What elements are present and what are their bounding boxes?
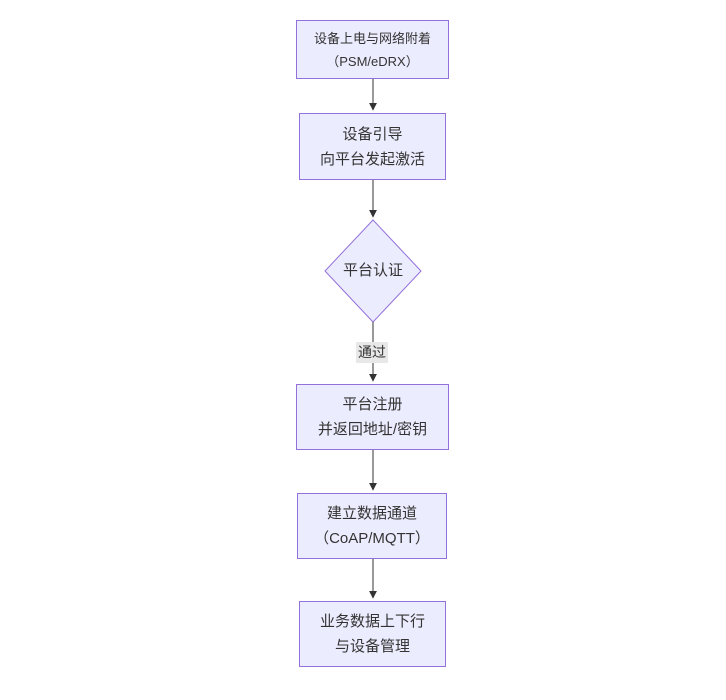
node-text-line: 平台认证 [342, 262, 403, 279]
flow-node-business-data: 业务数据上下行 与设备管理 [299, 601, 446, 667]
flow-node-boot-activate: 设备引导 向平台发起激活 [299, 113, 446, 180]
node-text-line: 业务数据上下行 [319, 613, 425, 630]
node-text-line: 建立数据通道 [326, 505, 417, 522]
flow-node-data-channel: 建立数据通道 （CoAP/MQTT） [297, 493, 447, 559]
node-text-line: （PSM/eDRX） [326, 53, 419, 69]
flow-node-power-attach: 设备上电与网络附着 （PSM/eDRX） [296, 20, 449, 79]
node-text-line: 向平台发起激活 [319, 150, 425, 168]
edge-label-pass: 通过 [356, 342, 388, 363]
node-text-line: 与设备管理 [334, 638, 410, 655]
flow-node-platform-auth-label: 平台认证 [325, 258, 421, 283]
flow-node-platform-register: 平台注册 并返回地址/密钥 [296, 384, 449, 450]
node-text-line: 并返回地址/密钥 [317, 421, 428, 438]
node-text-line: （CoAP/MQTT） [314, 530, 430, 547]
node-text-line: 设备引导 [342, 125, 403, 143]
node-text-line: 设备上电与网络附着 [313, 30, 431, 46]
node-text-line: 平台注册 [342, 396, 403, 413]
